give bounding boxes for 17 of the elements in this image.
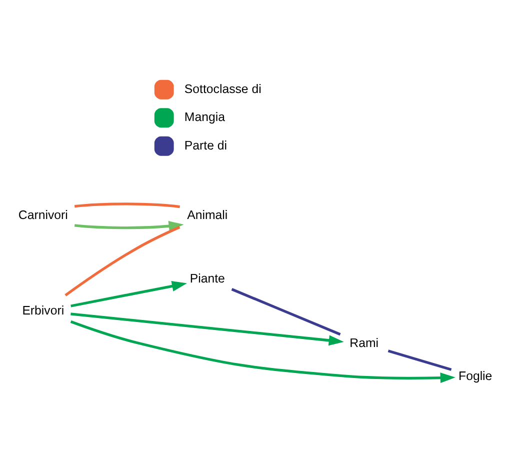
node-text: Animali xyxy=(187,208,228,222)
node-text: Foglie xyxy=(458,368,492,382)
connector xyxy=(74,202,180,208)
arrow xyxy=(70,312,344,346)
node-text: Carnivori xyxy=(18,208,68,222)
node-text: Erbivori xyxy=(22,303,64,317)
legend-label: Mangia xyxy=(184,110,225,124)
arrow xyxy=(70,320,456,383)
connector xyxy=(388,349,452,370)
arrow xyxy=(74,220,184,231)
legend-label: Sottoclasse di xyxy=(184,81,262,96)
node-text: Piante xyxy=(190,271,225,286)
connector xyxy=(64,225,180,296)
connector xyxy=(231,288,341,336)
node-text: Rami xyxy=(350,336,379,350)
arrow xyxy=(70,280,187,307)
legend-label: Parte di xyxy=(184,138,228,152)
